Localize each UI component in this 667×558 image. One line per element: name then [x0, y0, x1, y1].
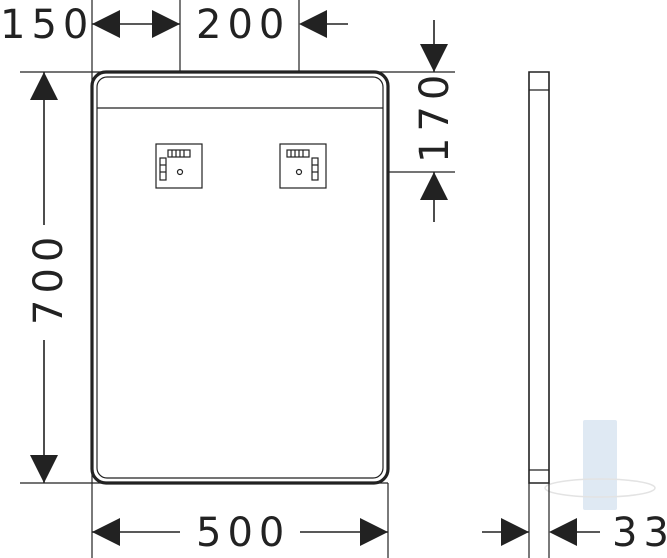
dimension-label-200: 200	[196, 2, 290, 48]
mirror-frame-outer	[90, 70, 390, 485]
arrow-up-icon	[420, 172, 448, 200]
mirror-side-view	[528, 71, 550, 484]
dimension-label-150: 150	[0, 2, 94, 48]
arrow-right-icon	[501, 518, 529, 546]
dimension-width: 500	[92, 510, 388, 556]
dimension-left-offset: 150	[0, 2, 180, 48]
dimension-height: 700	[26, 72, 72, 483]
arrow-left-icon	[92, 10, 120, 38]
dimension-label-700: 700	[26, 231, 72, 325]
arrow-up-icon	[30, 72, 58, 100]
watermark-logo	[544, 420, 656, 510]
arrow-down-icon	[30, 455, 58, 483]
dimension-label-170: 170	[412, 69, 458, 163]
wall-bracket-left	[155, 143, 203, 189]
dimension-label-500: 500	[196, 510, 290, 556]
arrow-right-icon	[360, 518, 388, 546]
arrow-right-icon	[152, 10, 180, 38]
dimension-bracket-height: 170	[412, 20, 458, 222]
arrow-left-icon	[549, 518, 577, 546]
dimension-label-33: 33	[612, 510, 667, 556]
mirror-frame-inner	[96, 76, 384, 479]
wall-bracket-right	[279, 143, 327, 189]
mirror-front-view	[90, 70, 390, 485]
arrow-down-icon	[420, 44, 448, 72]
dimension-depth: 33	[482, 510, 667, 556]
arrow-right-icon	[299, 10, 327, 38]
dimension-bracket-spacing: 200	[196, 2, 348, 48]
arrow-left-icon	[92, 518, 120, 546]
